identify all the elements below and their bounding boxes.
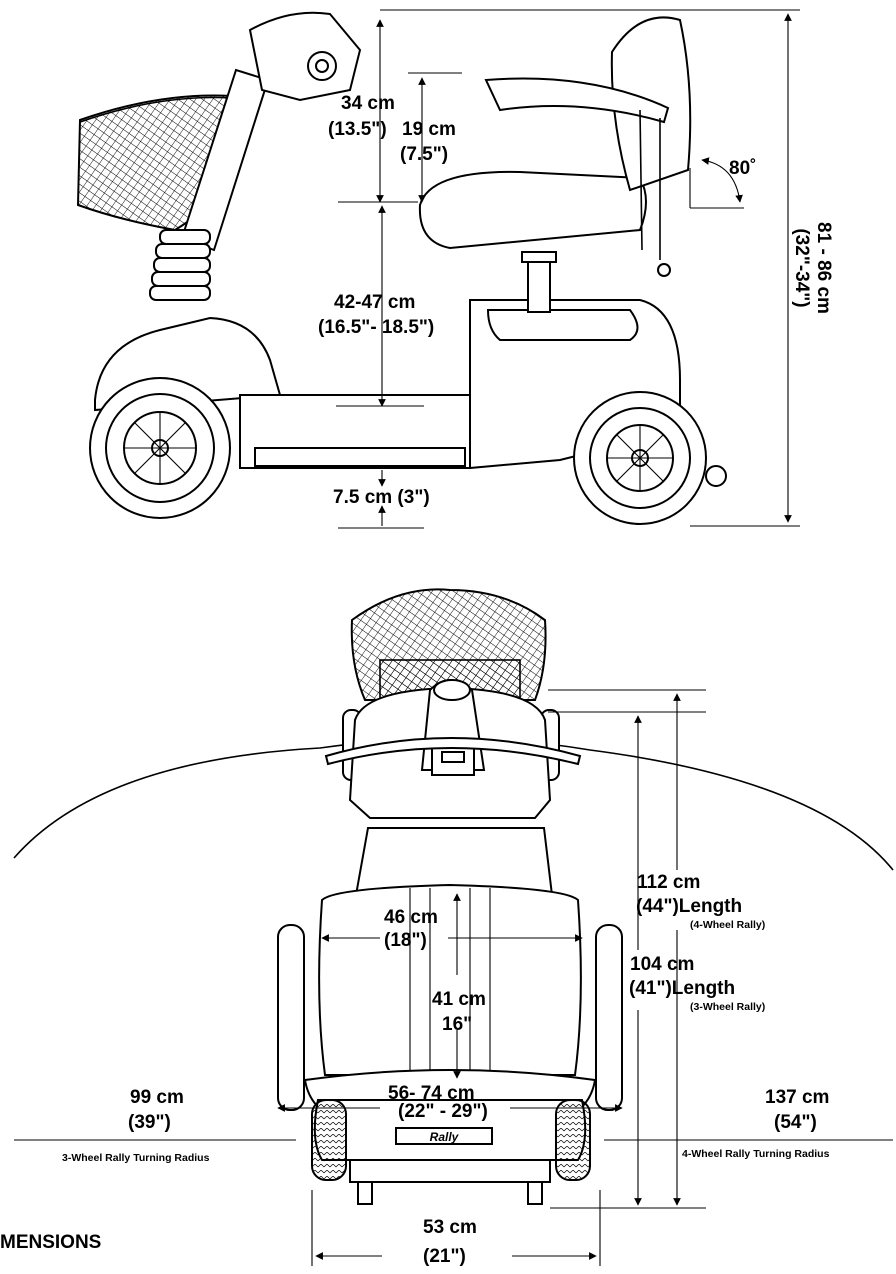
armrest-width-imperial: (22" - 29") <box>398 1101 488 1122</box>
seat-height-metric: 42-47 cm <box>334 292 415 313</box>
length-3-wheel-metric: 104 cm <box>630 954 694 975</box>
armrest-height-imperial: (7.5") <box>400 144 448 165</box>
armrest <box>484 77 670 124</box>
seat-cushion <box>418 170 647 250</box>
rear-left-wheel <box>311 1099 347 1181</box>
section-title: MENSIONS <box>0 1232 101 1253</box>
rear-wheel <box>573 391 707 525</box>
overall-width-imperial: (21") <box>423 1246 466 1267</box>
left-armrest <box>277 924 305 1111</box>
seat-height-imperial: (16.5"- 18.5") <box>318 317 434 338</box>
length-3-wheel-note: (3-Wheel Rally) <box>690 1001 765 1013</box>
armrest-height-metric: 19 cm <box>402 119 456 140</box>
backrest-height-imperial: (13.5") <box>328 119 387 140</box>
overall-height-imperial: (32"-34") <box>791 228 812 307</box>
side-view-dimensions <box>336 9 800 529</box>
seat-depth-metric: 41 cm <box>432 989 486 1010</box>
right-armrest <box>595 924 623 1111</box>
overall-height-metric: 81 - 86 cm <box>813 222 834 314</box>
seat-depth-imperial: 16" <box>442 1014 472 1035</box>
top-view-scooter: Rally <box>13 588 894 1205</box>
turning-radius-4-wheel-metric: 137 cm <box>765 1087 829 1108</box>
backrest-angle: 80˚ <box>729 158 756 179</box>
rear-right-wheel <box>555 1099 591 1181</box>
length-4-wheel-metric: 112 cm <box>637 872 700 893</box>
front-wheel <box>89 377 231 519</box>
rally-badge: Rally <box>430 1130 460 1144</box>
length-4-wheel-note: (4-Wheel Rally) <box>690 919 765 931</box>
length-4-wheel-imperial: (44")Length <box>636 896 742 917</box>
turning-radius-4-wheel-imperial: (54") <box>774 1112 817 1133</box>
turning-radius-3-wheel-label: 3-Wheel Rally Turning Radius <box>62 1152 210 1164</box>
handlebar <box>324 737 582 766</box>
seat-width-imperial: (18") <box>384 930 427 951</box>
ground-clearance: 7.5 cm (3") <box>333 487 430 508</box>
tiller-bellows <box>149 229 211 301</box>
anti-tip-wheel <box>705 465 727 487</box>
turning-radius-3-wheel-imperial: (39") <box>128 1112 171 1133</box>
backrest-height-metric: 34 cm <box>341 93 395 114</box>
side-view-scooter <box>76 11 727 525</box>
seat-width-metric: 46 cm <box>384 907 438 928</box>
top-view-dimensions <box>14 689 893 1266</box>
length-3-wheel-imperial: (41")Length <box>629 978 735 999</box>
overall-width-metric: 53 cm <box>423 1217 477 1238</box>
armrest-width-metric: 56- 74 cm <box>388 1083 475 1104</box>
turning-radius-3-wheel-metric: 99 cm <box>130 1087 184 1108</box>
top-seat <box>318 883 582 1076</box>
turning-radius-4-wheel-label: 4-Wheel Rally Turning Radius <box>682 1148 830 1160</box>
